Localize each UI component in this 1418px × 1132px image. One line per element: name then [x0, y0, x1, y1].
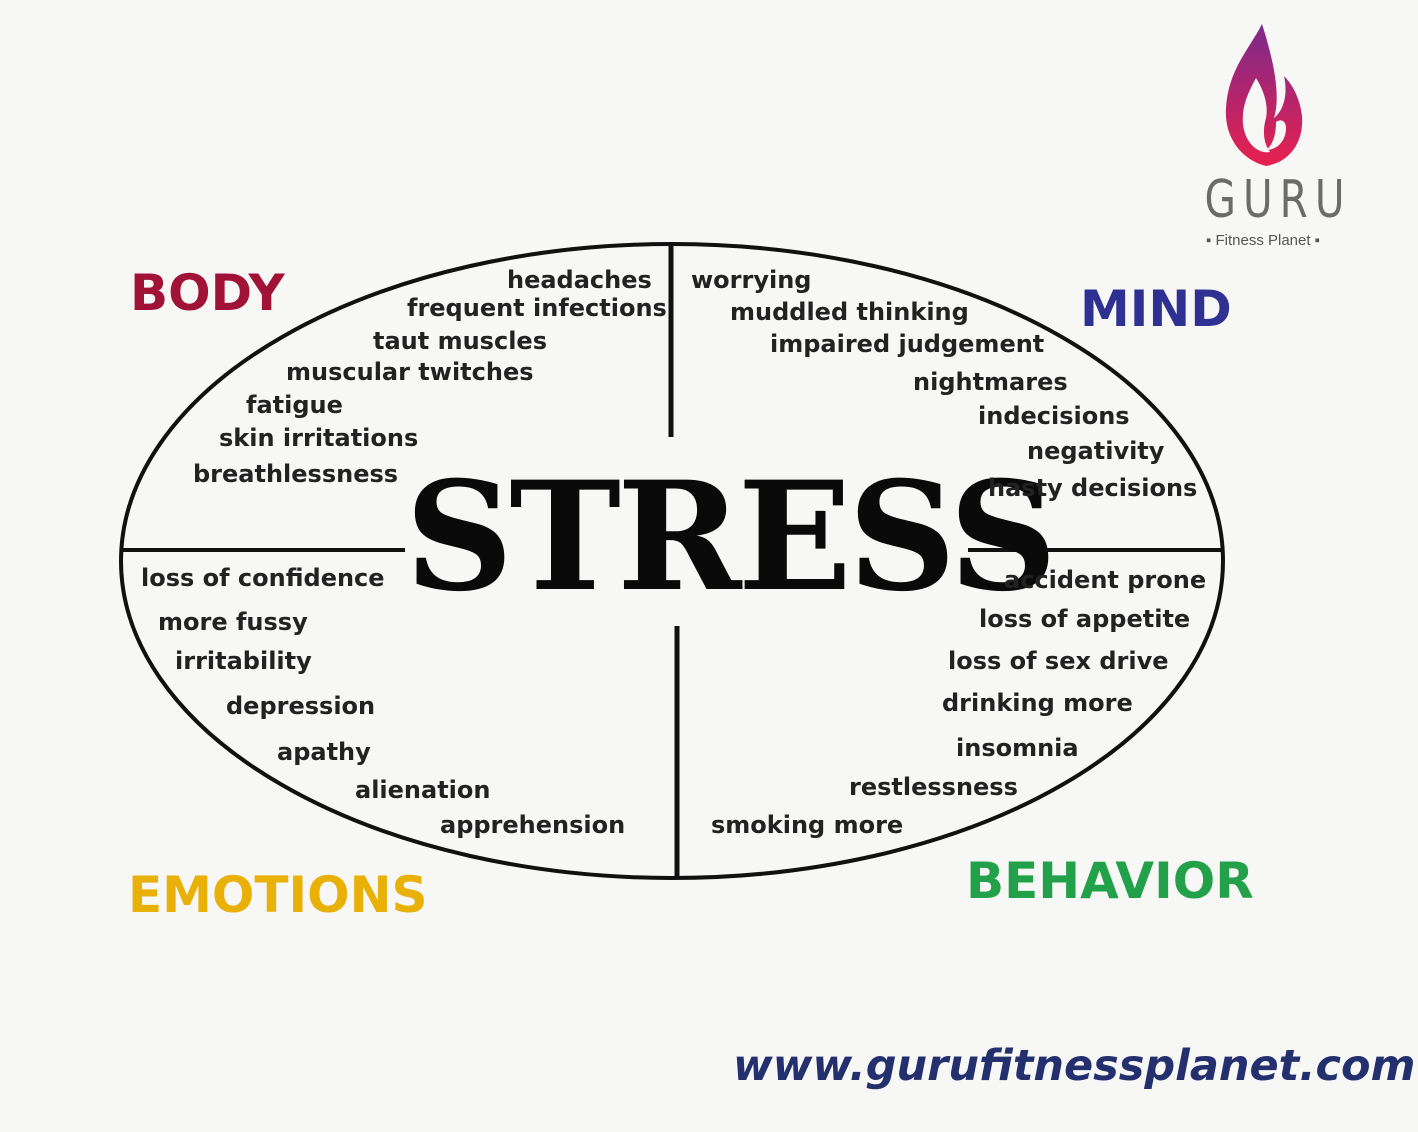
- behavior-item: smoking more: [711, 811, 904, 839]
- category-mind-label: MIND: [1080, 280, 1232, 338]
- mind-item: negativity: [1027, 437, 1165, 465]
- category-body-label: BODY: [130, 264, 285, 322]
- emotions-item: apprehension: [440, 811, 626, 839]
- behavior-item: drinking more: [942, 689, 1133, 717]
- body-item: headaches: [507, 266, 652, 294]
- flame-inner-shape: [1242, 78, 1270, 153]
- website-link[interactable]: www.gurufitnessplanet.com: [733, 1041, 1416, 1091]
- body-item: fatigue: [246, 391, 343, 419]
- emotions-item: alienation: [355, 776, 491, 804]
- behavior-item: insomnia: [956, 734, 1079, 762]
- stress-ellipse: [119, 242, 1225, 880]
- body-item: breathlessness: [193, 460, 399, 488]
- logo-subtitle: ▪ Fitness Planet ▪: [1205, 232, 1321, 249]
- emotions-item: more fussy: [158, 608, 308, 636]
- emotions-item: loss of confidence: [141, 564, 385, 592]
- category-behavior-label: BEHAVIOR: [966, 852, 1254, 910]
- behavior-item: restlessness: [849, 773, 1018, 801]
- flame-core-shape: [1266, 120, 1286, 150]
- mind-item: indecisions: [978, 402, 1130, 430]
- emotions-item: irritability: [175, 647, 312, 675]
- mind-item: hasty decisions: [988, 474, 1198, 502]
- body-item: muscular twitches: [286, 358, 534, 386]
- behavior-item: loss of appetite: [979, 605, 1191, 633]
- mind-item: worrying: [691, 266, 812, 294]
- mind-item: nightmares: [913, 368, 1068, 396]
- behavior-item: loss of sex drive: [948, 647, 1169, 675]
- category-emotions-label: EMOTIONS: [128, 866, 428, 924]
- emotions-item: apathy: [277, 738, 371, 766]
- stress-title: STRESS: [405, 449, 1057, 625]
- body-item: taut muscles: [373, 327, 547, 355]
- behavior-item: accident prone: [1004, 566, 1207, 594]
- logo-wordmark: GURU: [1204, 170, 1352, 230]
- body-item: skin irritations: [219, 424, 419, 452]
- mind-item: muddled thinking: [730, 298, 969, 326]
- mind-item: impaired judgement: [770, 330, 1045, 358]
- flame-icon: [1225, 24, 1303, 166]
- emotions-item: depression: [226, 692, 376, 720]
- body-item: frequent infections: [407, 294, 667, 322]
